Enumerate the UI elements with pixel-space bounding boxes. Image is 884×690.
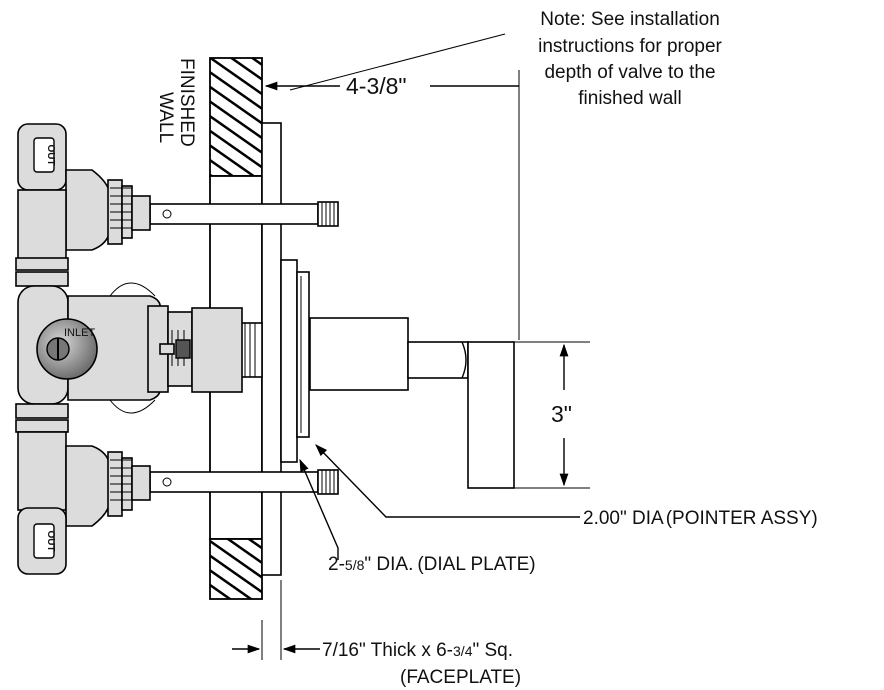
faceplate-size: 7/16" Thick x 6-3/4" Sq. [322, 640, 513, 661]
pointer-callout: 2.00" DIA(POINTER ASSY) [315, 444, 818, 529]
faceplate [261, 122, 282, 576]
wall-label-line2: WALL [155, 92, 176, 143]
note-line-1: Note: See installation [540, 9, 720, 30]
note-line-3: depth of valve to the [544, 62, 715, 83]
inlet-cap: INLET [36, 318, 98, 380]
out-bottom-label: OUT [45, 530, 56, 551]
finished-wall-label: FINISHED WALL [155, 58, 197, 147]
note-line-2: instructions for proper [538, 36, 722, 57]
wall-label-line1: FINISHED [176, 58, 197, 147]
depth-dimension: 4-3/8" [264, 70, 520, 340]
faceplate-dimension: 7/16" Thick x 6-3/4" Sq. (FACEPLATE) [232, 580, 521, 688]
dial-plate [280, 259, 298, 463]
handle-height-value: 3" [551, 401, 572, 427]
depth-value: 4-3/8" [346, 73, 407, 99]
out-bottom-tag: OUT [33, 523, 56, 559]
pointer-handle [309, 317, 515, 489]
pointer-plate [296, 271, 310, 438]
out-top-label: OUT [45, 144, 56, 165]
note-line-4: finished wall [578, 88, 682, 109]
installation-note: Note: See installation instructions for … [289, 9, 723, 109]
out-top-tag: OUT [33, 137, 56, 173]
dial-dia: 2-5/8" DIA.(DIAL PLATE) [328, 554, 536, 575]
pointer-dia: 2.00" DIA(POINTER ASSY) [583, 508, 818, 529]
faceplate-name: (FACEPLATE) [400, 667, 521, 688]
inlet-label: INLET [64, 327, 95, 339]
handle-height-dimension: 3" [514, 341, 590, 489]
dial-callout: 2-5/8" DIA.(DIAL PLATE) [299, 458, 536, 575]
valve-stems [149, 201, 339, 495]
